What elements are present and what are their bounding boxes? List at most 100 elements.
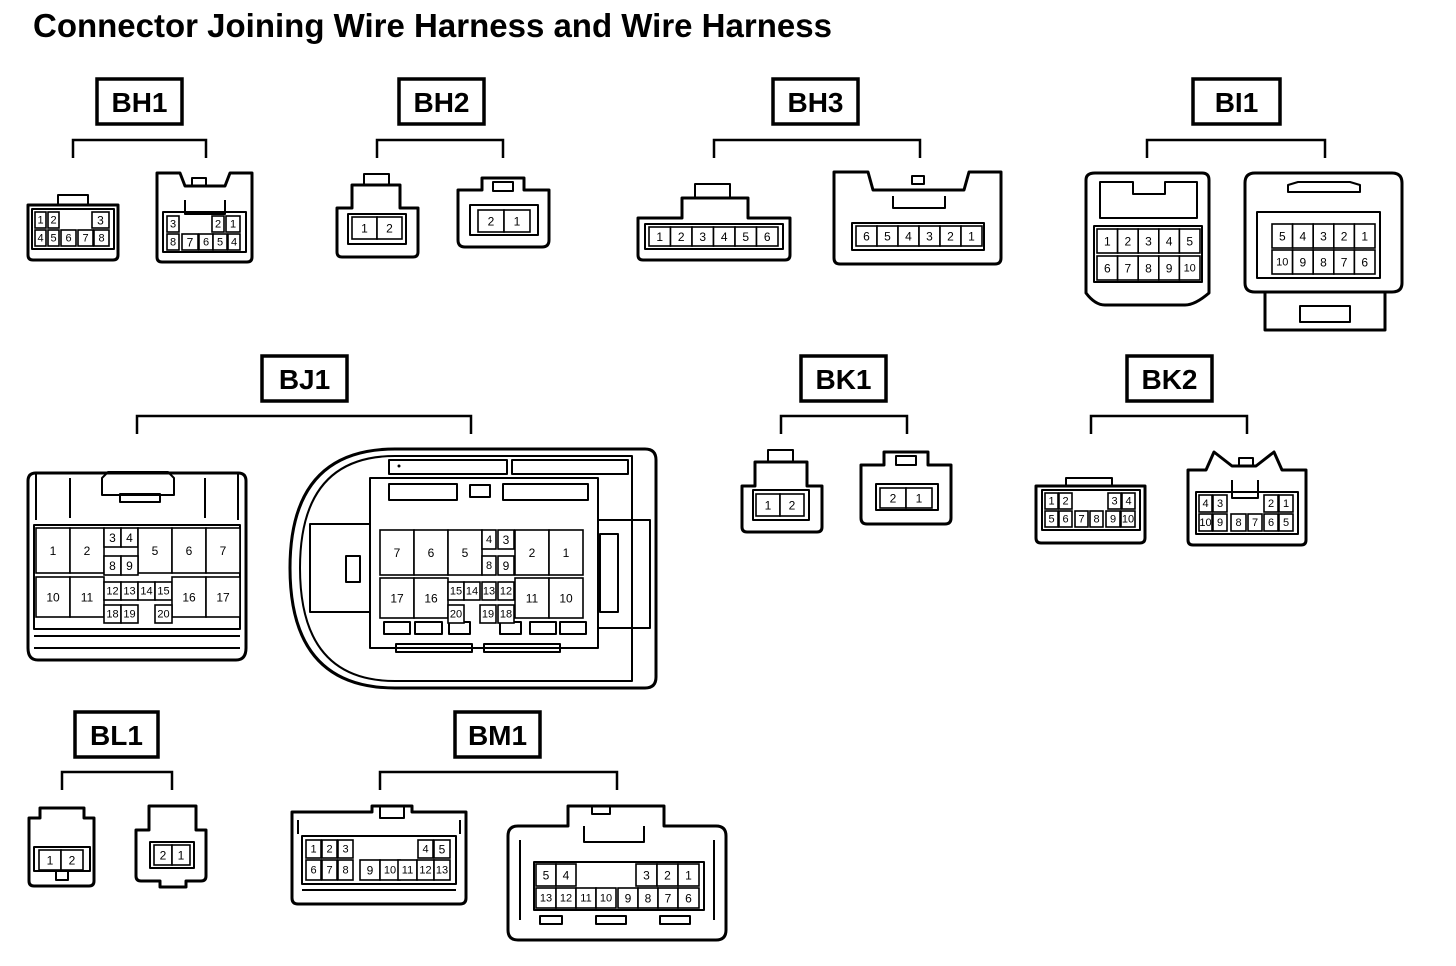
- connector-group-bi1: BI1: [1084, 77, 1404, 332]
- connector-pair-bracket: [378, 770, 619, 790]
- pin-number: 3: [926, 230, 933, 244]
- pin-number: 5: [217, 237, 223, 249]
- pin-number: 3: [699, 230, 706, 244]
- pin-number: 14: [140, 586, 152, 598]
- pin-cell: [225, 215, 241, 233]
- pin-number: 3: [170, 219, 176, 231]
- connector-label: BM1: [468, 720, 527, 751]
- pin-cell: [212, 233, 228, 251]
- pin-number: 12: [106, 586, 118, 598]
- pin-cell: [1278, 494, 1294, 513]
- pin-cell: [497, 604, 515, 624]
- pin-cell: [1121, 492, 1136, 510]
- pin-cell: [34, 229, 47, 247]
- connector-bh3-male: [832, 170, 1003, 266]
- pin-number: 2: [789, 499, 796, 513]
- pin-number: 2: [326, 844, 332, 856]
- pin-number: 2: [215, 219, 221, 231]
- pin-number: 8: [1235, 517, 1241, 529]
- pin-cell: [1178, 228, 1201, 254]
- pin-number: 6: [1361, 256, 1368, 270]
- pin-cell: [1263, 494, 1279, 513]
- pin-cell: [548, 577, 584, 619]
- connector-label: BJ1: [279, 364, 330, 395]
- pin-number: 1: [37, 215, 43, 227]
- pin-cell: [677, 863, 700, 887]
- pin-number: 2: [160, 849, 167, 863]
- pin-number: 19: [123, 609, 135, 621]
- pin-number: 6: [685, 892, 692, 906]
- pin-cell: [447, 529, 483, 576]
- pin-number: 8: [342, 865, 348, 877]
- pin-number: 1: [1283, 498, 1289, 510]
- pin-cell: [503, 209, 531, 233]
- pin-number: 5: [742, 230, 749, 244]
- pin-number: 2: [84, 544, 91, 558]
- pin-cell: [555, 863, 577, 887]
- pin-cell: [1044, 510, 1059, 528]
- pin-cell: [481, 529, 497, 550]
- pin-number: 6: [1268, 517, 1274, 529]
- pin-cell: [1353, 249, 1376, 275]
- pin-number: 3: [109, 531, 116, 545]
- pin-cell: [93, 229, 110, 247]
- diagram-title: Connector Joining Wire Harness and Wire …: [33, 7, 832, 44]
- pin-cell: [497, 581, 515, 601]
- connector-pair-bracket: [1089, 414, 1249, 434]
- pin-number: 8: [1093, 514, 1099, 526]
- connector-bh3-female: [636, 183, 792, 262]
- pin-number: 9: [625, 892, 632, 906]
- pin-number: 10: [384, 865, 396, 877]
- pin-number: 1: [656, 230, 663, 244]
- pin-number: 2: [488, 215, 495, 229]
- pin-number: 5: [1048, 514, 1054, 526]
- pin-cell: [1278, 513, 1294, 532]
- pin-number: 6: [1062, 514, 1068, 526]
- pin-number: 1: [916, 492, 923, 506]
- pin-number: 18: [106, 609, 118, 621]
- pin-number: 4: [563, 869, 570, 883]
- pin-number: 20: [450, 609, 462, 621]
- pin-cell: [548, 529, 584, 576]
- pin-cell: [1107, 492, 1122, 510]
- pin-cell: [755, 226, 779, 247]
- pin-number: 5: [1186, 235, 1193, 249]
- connector-pair-bracket: [712, 138, 922, 158]
- connector-label-box: [1125, 354, 1214, 403]
- connector-label-box: [260, 354, 349, 403]
- pin-number: 6: [186, 544, 193, 558]
- pin-cell: [337, 839, 354, 859]
- connector-label: BH2: [413, 87, 469, 118]
- connector-bl1-female: [27, 806, 96, 888]
- connector-label: BK1: [815, 364, 871, 395]
- pin-number: 1: [50, 544, 57, 558]
- pin-number: 17: [216, 591, 230, 605]
- pin-number: 4: [126, 531, 133, 545]
- pin-number: 20: [157, 609, 169, 621]
- pin-number: 9: [1217, 517, 1223, 529]
- pin-number: 1: [310, 844, 316, 856]
- pin-cell: [211, 215, 225, 233]
- pin-number: 7: [82, 233, 88, 245]
- pin-number: 1: [563, 546, 570, 560]
- pin-number: 7: [1341, 256, 1348, 270]
- pin-number: 6: [863, 230, 870, 244]
- connector-pair-bracket: [375, 138, 505, 158]
- pin-number: 3: [1217, 498, 1223, 510]
- pin-number: 1: [1104, 235, 1111, 249]
- pin-cell: [905, 487, 933, 509]
- connector-pair-bracket: [60, 770, 174, 790]
- pin-cell: [60, 229, 77, 247]
- connector-label: BI1: [1215, 87, 1259, 118]
- connector-label: BL1: [90, 720, 143, 751]
